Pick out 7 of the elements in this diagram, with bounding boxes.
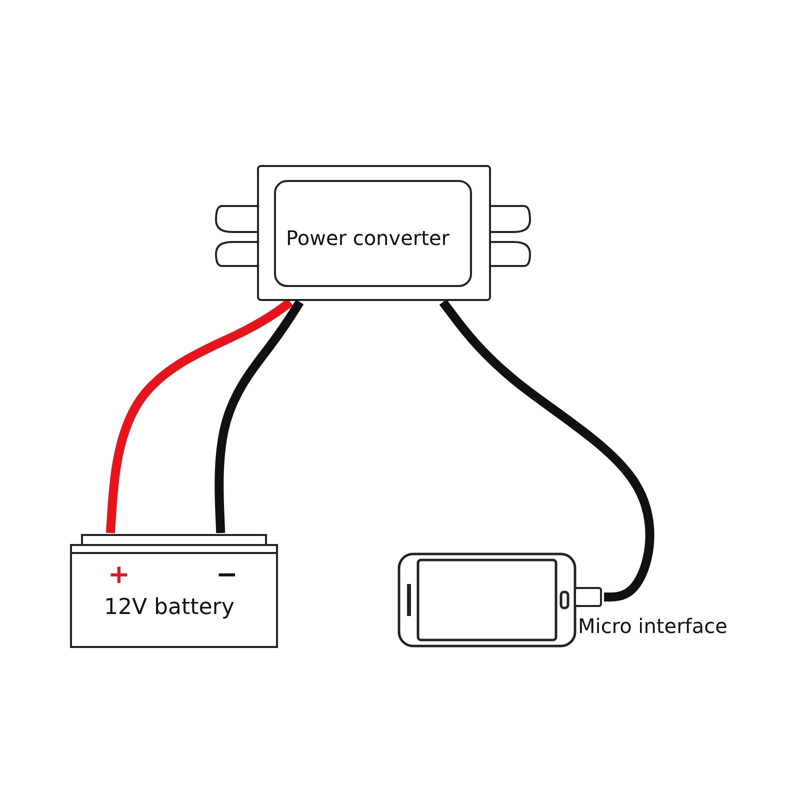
terminal-sign: − — [216, 560, 238, 590]
cable — [214, 300, 304, 534]
caption-label: Micro interface — [578, 614, 728, 638]
battery-label: 12V battery — [104, 595, 234, 620]
converter-label: Power converter — [286, 226, 450, 250]
cable — [439, 299, 654, 602]
terminal-sign: + — [108, 560, 130, 590]
